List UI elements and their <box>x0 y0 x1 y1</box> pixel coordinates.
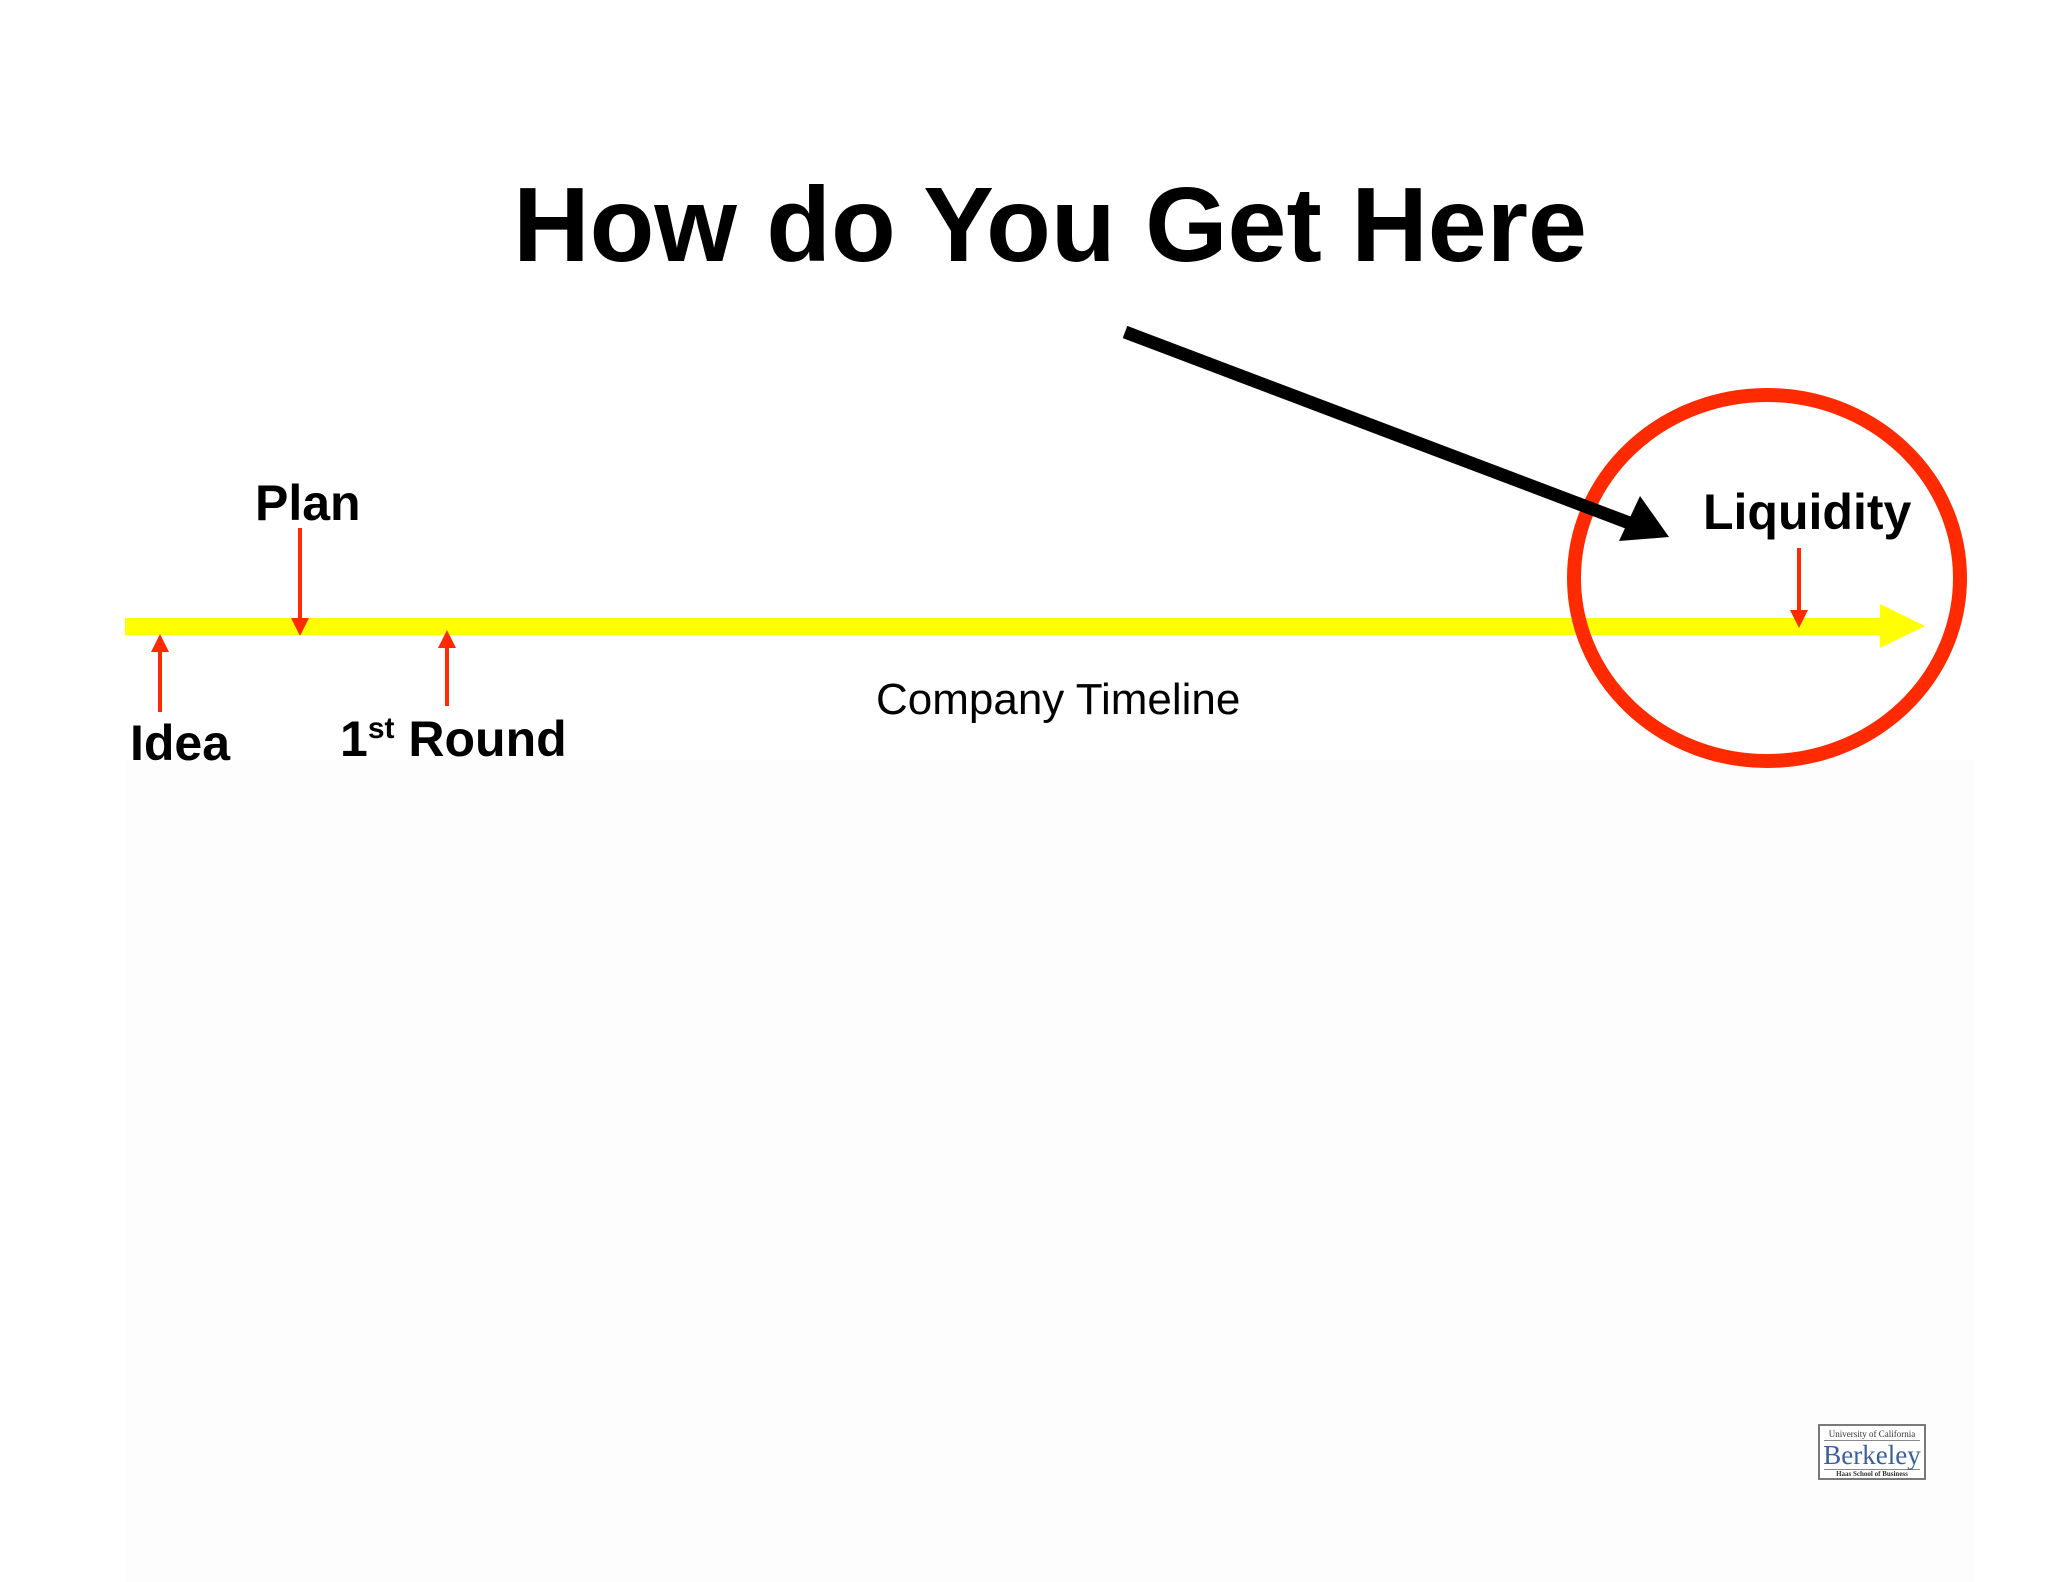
logo-university-text: University of California <box>1824 1429 1920 1441</box>
idea-label: Idea <box>130 715 231 771</box>
slide-title: How do You Get Here <box>513 166 1587 284</box>
plan-marker-arrow <box>291 528 309 636</box>
first-round-label: 1st Round <box>340 711 567 767</box>
first-round-marker-arrow <box>438 630 456 706</box>
company-timeline-arrow <box>125 604 1925 648</box>
liquidity-highlight-circle <box>1567 388 1967 768</box>
liquidity-marker-arrow <box>1790 548 1808 628</box>
berkeley-haas-logo: University of California Berkeley Haas S… <box>1818 1424 1926 1480</box>
pointer-arrow <box>1122 325 1669 541</box>
company-timeline-label: Company Timeline <box>876 675 1241 724</box>
liquidity-label: Liquidity <box>1703 484 1912 540</box>
first-round-ordinal: st <box>367 712 395 745</box>
idea-marker-arrow <box>151 634 169 712</box>
timeline-arrowhead <box>1880 604 1925 648</box>
logo-berkeley-text: Berkeley <box>1823 1440 1921 1470</box>
logo-haas-text: Haas School of Business <box>1824 1469 1920 1478</box>
first-round-word: Round <box>408 711 567 767</box>
timeline-bar <box>125 618 1890 635</box>
plan-label: Plan <box>255 475 361 531</box>
first-round-number: 1 <box>340 711 368 767</box>
slide-background-panel <box>125 760 1975 1582</box>
